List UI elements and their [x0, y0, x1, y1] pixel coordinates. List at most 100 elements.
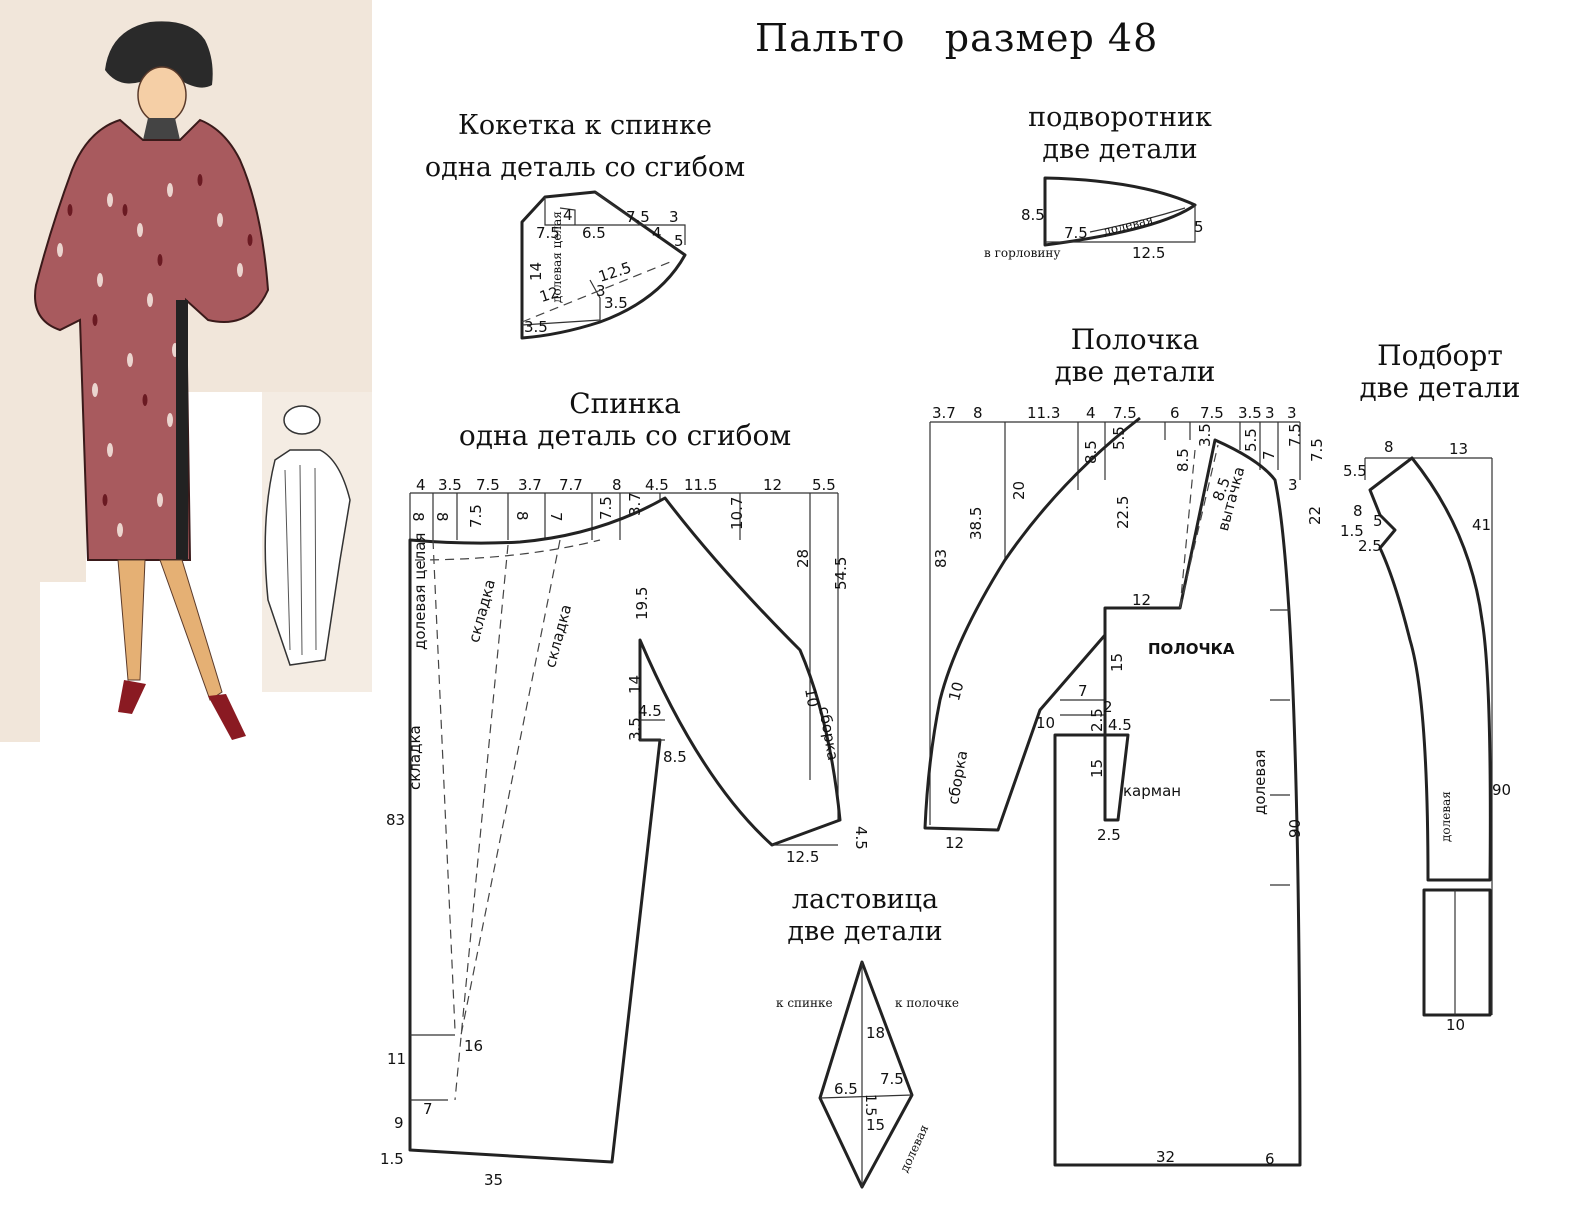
front-m10: 22 [1306, 506, 1324, 525]
back-top-m4: 7.7 [559, 476, 583, 494]
back-construction [410, 719, 838, 1101]
front-outline [923, 416, 1302, 1167]
front-m24: 2.5 [1097, 826, 1121, 844]
front-piece: 3.7 8 11.3 4 7.5 6 7.5 3.5 3 3 5.5 8.5 3… [923, 404, 1326, 1168]
front-title-line2: две детали [1054, 355, 1216, 388]
back-m13: 3.5 [626, 717, 644, 741]
front-top-m5: 6 [1170, 404, 1180, 422]
front-ticks [1270, 609, 1290, 886]
back-outline [408, 496, 842, 1164]
front-top-m0: 3.7 [932, 404, 956, 422]
gusset-grain-label: долевая [897, 1123, 931, 1175]
yoke-construction [544, 191, 686, 245]
back-m8: 28 [794, 549, 812, 568]
front-top-m7: 3.5 [1238, 404, 1262, 422]
front-top-m8: 3 [1265, 404, 1275, 422]
facing-m1: 13 [1449, 440, 1468, 458]
front-dart [1179, 444, 1219, 609]
back-m20: 11 [387, 1050, 406, 1068]
gusset-to-back-label: к спинке [776, 996, 833, 1010]
back-m24: 35 [484, 1171, 503, 1189]
facing-lower-outline [1422, 888, 1492, 1017]
front-m2: 3.5 [1196, 423, 1214, 447]
facing-m3: 8 [1353, 502, 1363, 520]
back-top-m9: 5.5 [812, 476, 836, 494]
back-pleats [414, 539, 601, 1101]
undercollar-m2: 5 [1194, 218, 1204, 236]
facing-outline [1368, 456, 1492, 882]
back-top-m2: 7.5 [476, 476, 500, 494]
yoke-m11: 3.5 [604, 294, 628, 312]
gusset-piece: 18 6.5 7.5 1.5 15 к спинке к полочке дол… [776, 960, 959, 1189]
back-top-m0: 4 [416, 476, 426, 494]
undercollar-m3: 12.5 [1132, 244, 1165, 262]
front-top-m4: 7.5 [1113, 404, 1137, 422]
facing-m0: 8 [1384, 438, 1394, 456]
back-title-line2: одна деталь со сгибом [458, 419, 792, 452]
back-title: Спинка одна деталь со сгибом [440, 388, 810, 452]
undercollar-grain-label: долевая [1102, 212, 1155, 238]
back-top-m1: 3.5 [438, 476, 462, 494]
gusset-to-front-label: к полочке [895, 996, 959, 1010]
back-pleat-label-3: складка [541, 603, 575, 670]
front-top-m9: 3 [1287, 404, 1297, 422]
back-m22: 7 [423, 1100, 433, 1118]
undercollar-m0: 8.5 [1021, 206, 1045, 224]
front-m1: 8.5 [1082, 440, 1100, 464]
yoke-m3: 7.5 [536, 224, 560, 242]
undercollar-m1: 7.5 [1064, 224, 1088, 242]
coat-illustration-art [0, 0, 372, 742]
yoke-m4: 6.5 [582, 224, 606, 242]
gusset-construction [819, 962, 913, 1187]
front-grain-label: долевая [1251, 750, 1269, 815]
back-m23: 1.5 [380, 1150, 404, 1168]
undercollar-neck-label: в горловину [984, 246, 1060, 260]
yoke-fold-label: долевая целая [550, 211, 564, 303]
facing-m4: 5 [1373, 512, 1383, 530]
front-m6: 7.5 [1286, 423, 1304, 447]
back-m10: 19.5 [633, 587, 651, 620]
back-fold-label: долевая целая [411, 533, 429, 650]
yoke-outline [520, 190, 687, 340]
front-m26: 90 [1286, 819, 1304, 838]
yoke-piece: 4 7.5 3 7.5 6.5 4 5 14 12.5 12 3 3.5 3.5… [520, 190, 687, 340]
front-m20: 10 [1036, 714, 1055, 732]
front-m7: 7.5 [1308, 438, 1326, 462]
back-m1: 8 [433, 512, 451, 522]
gusset-title: ластовица две детали [760, 884, 970, 948]
back-m19: 16 [464, 1037, 483, 1055]
yoke-m0: 4 [563, 206, 573, 224]
front-top-m3: 4 [1086, 404, 1096, 422]
front-m16: 15 [1108, 653, 1126, 672]
facing-grain-label: долевая [1439, 791, 1453, 842]
back-m0: 8 [409, 512, 427, 522]
yoke-m6: 5 [674, 232, 684, 250]
back-m9: 54.5 [832, 557, 850, 590]
front-m21: 2.5 [1088, 708, 1106, 732]
gusset-m0: 18 [866, 1024, 885, 1042]
back-pleat-label-2: складка [465, 577, 499, 644]
back-m3: 8 [513, 511, 531, 521]
undercollar-piece: 8.5 7.5 5 12.5 долевая в горловину [984, 176, 1204, 262]
undercollar-construction [1045, 205, 1196, 243]
gusset-m3: 1.5 [862, 1094, 878, 1116]
back-top-m7: 11.5 [684, 476, 717, 494]
front-top-m1: 8 [973, 404, 983, 422]
back-m18: 83 [386, 811, 405, 829]
yoke-m9: 12 [537, 283, 561, 306]
back-m6: 3.7 [626, 492, 644, 516]
yoke-m10: 3 [596, 282, 606, 300]
back-m14: 8.5 [663, 748, 687, 766]
gusset-title-line1: ластовица [791, 884, 939, 915]
front-m11: 83 [932, 549, 950, 568]
back-m4: 7 [547, 512, 565, 522]
undercollar-title-line1: подворотник [1028, 102, 1212, 133]
front-m22: 4.5 [1108, 716, 1132, 734]
facing-m2: 5.5 [1343, 462, 1367, 480]
gusset-title-line2: две детали [787, 916, 943, 947]
yoke-title-line1: Кокетка к спинке [458, 110, 712, 141]
front-title: Полочка две детали [1030, 324, 1240, 388]
yoke-m2: 3 [669, 208, 679, 226]
back-m11: 14 [626, 675, 644, 694]
front-m25: 12 [945, 834, 964, 852]
